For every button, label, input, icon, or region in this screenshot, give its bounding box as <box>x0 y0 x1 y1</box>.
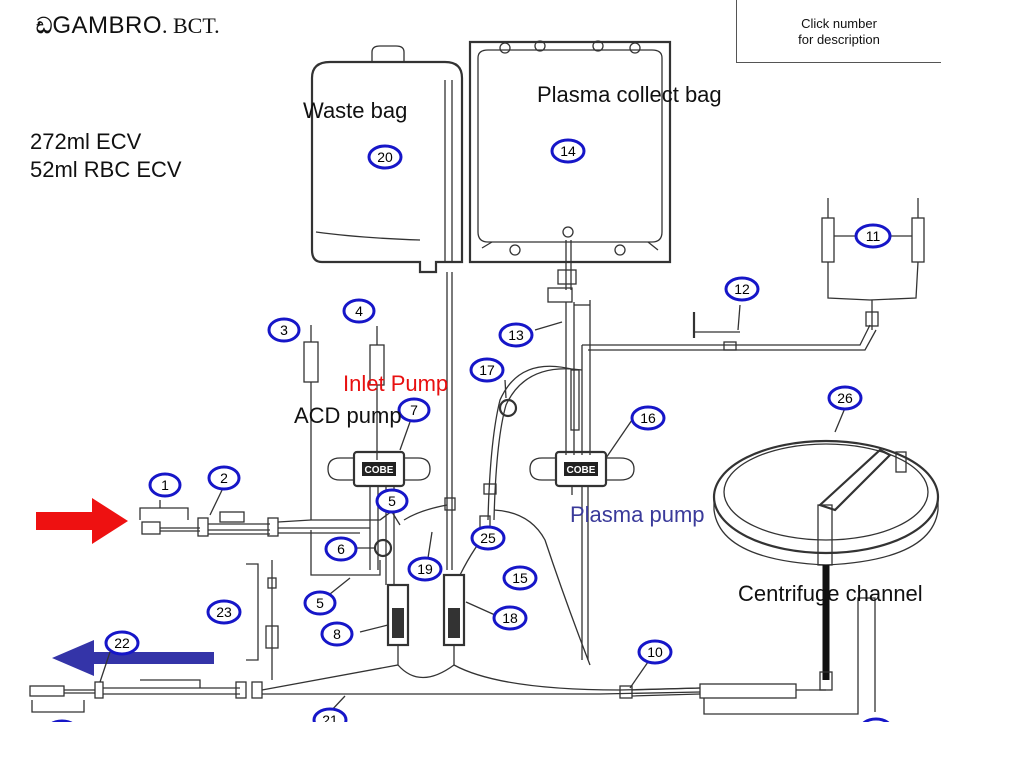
bag-18 <box>442 529 491 665</box>
left-cassette-brand: COBE <box>365 465 394 476</box>
left-cassette: COBE <box>327 450 431 585</box>
callout-8-number: 8 <box>333 626 341 642</box>
callout-14-number: 14 <box>560 143 576 159</box>
callout-15[interactable]: 15 <box>502 565 538 591</box>
callout-14[interactable]: 14 <box>550 138 586 164</box>
callout-1-number: 1 <box>161 477 169 493</box>
brand-name: GAMBRO <box>52 12 162 39</box>
hint-line-1: Click number <box>801 16 877 31</box>
hint-text: Click number for description <box>737 16 941 48</box>
hint-line-2: for description <box>798 32 880 47</box>
callout-15-number: 15 <box>512 570 528 586</box>
callout-3[interactable]: 3 <box>267 317 301 343</box>
callout-11-number: 11 <box>866 228 881 244</box>
callout-1[interactable]: 1 <box>148 472 182 498</box>
callout-13-number: 13 <box>508 327 524 343</box>
spike-set-11 <box>821 198 925 330</box>
callout-5-upper[interactable]: 5 <box>375 488 409 514</box>
centrifuge-channel-label: Centrifuge channel <box>738 581 923 606</box>
callout-22[interactable]: 22 <box>104 630 140 656</box>
callout-5-lower-number: 5 <box>316 595 324 611</box>
callout-25-number: 25 <box>480 530 496 546</box>
callout-7-number: 7 <box>410 402 418 418</box>
waste-line <box>444 272 456 570</box>
pressure-loop-17 <box>479 365 591 666</box>
waste-bag <box>310 45 464 274</box>
centrifuge-ring <box>712 439 940 691</box>
plasma-collect-bag <box>468 40 672 264</box>
return-line <box>29 664 701 713</box>
hint-box: Click number for description <box>736 0 941 63</box>
plasma-collect-bag-label: Plasma collect bag <box>537 82 722 107</box>
inlet-arrow <box>36 498 128 544</box>
acd-pump-label: ACD pump <box>294 403 402 428</box>
callout-6[interactable]: 6 <box>324 536 358 562</box>
callout-8[interactable]: 8 <box>320 621 354 647</box>
bag-8 <box>386 583 410 665</box>
line-5-loop <box>310 504 448 576</box>
callout-5-upper-number: 5 <box>388 493 396 509</box>
ecv-line-1: 272ml ECV <box>30 129 142 154</box>
acd-inlet-lines <box>303 325 385 520</box>
plasma-pump-label: Plasma pump <box>570 502 705 527</box>
leader-lines <box>99 304 846 713</box>
callout-20-number: 20 <box>377 149 393 165</box>
gambro-swirl-icon: ඩ <box>36 13 53 38</box>
callout-20[interactable]: 20 <box>367 144 403 170</box>
callout-25[interactable]: 25 <box>470 525 506 551</box>
callout-12[interactable]: 12 <box>724 276 760 302</box>
callout-12-number: 12 <box>734 281 750 297</box>
callout-10-number: 10 <box>647 644 663 660</box>
callout-16-number: 16 <box>640 410 656 426</box>
callout-16[interactable]: 16 <box>630 405 666 431</box>
inlet-line <box>139 504 401 537</box>
callout-6-number: 6 <box>337 541 345 557</box>
callout-19-number: 19 <box>417 561 433 577</box>
right-cassette-brand: COBE <box>567 465 596 476</box>
callout-18[interactable]: 18 <box>492 605 528 631</box>
callout-13[interactable]: 13 <box>498 322 534 348</box>
right-cassette: COBE <box>529 450 635 660</box>
brand-suffix: . BCT. <box>162 13 220 38</box>
callout-4[interactable]: 4 <box>342 298 376 324</box>
callout-5-lower[interactable]: 5 <box>303 590 337 616</box>
callout-23-number: 23 <box>216 604 232 620</box>
callout-2[interactable]: 2 <box>207 465 241 491</box>
callout-3-number: 3 <box>280 322 288 338</box>
callout-23[interactable]: 23 <box>206 599 242 625</box>
callout-7[interactable]: 7 <box>397 397 431 423</box>
gambro-logo: ඩGAMBRO. BCT. <box>36 12 220 40</box>
inlet-pump-label: Inlet Pump <box>343 371 449 396</box>
plasma-tubing <box>547 240 877 455</box>
sample-line-12 <box>692 312 740 351</box>
callout-26[interactable]: 26 <box>827 385 863 411</box>
callout-4-number: 4 <box>355 303 363 319</box>
return-arrow <box>52 640 214 676</box>
callout-26-number: 26 <box>837 390 853 406</box>
callout-22-number: 22 <box>114 635 130 651</box>
callout-18-number: 18 <box>502 610 518 626</box>
line-23 <box>246 560 279 680</box>
callout-2-number: 2 <box>220 470 228 486</box>
waste-bag-label: Waste bag <box>303 98 408 123</box>
ecv-line-2: 52ml RBC ECV <box>30 157 182 182</box>
callout-17-number: 17 <box>479 362 495 378</box>
callout-17[interactable]: 17 <box>469 357 505 383</box>
callout-11[interactable]: 11 <box>854 223 892 249</box>
bottom-clip <box>0 722 1024 768</box>
callout-19[interactable]: 19 <box>407 556 443 582</box>
ecv-text: 272ml ECV 52ml RBC ECV <box>30 128 182 184</box>
callout-10[interactable]: 10 <box>637 639 673 665</box>
